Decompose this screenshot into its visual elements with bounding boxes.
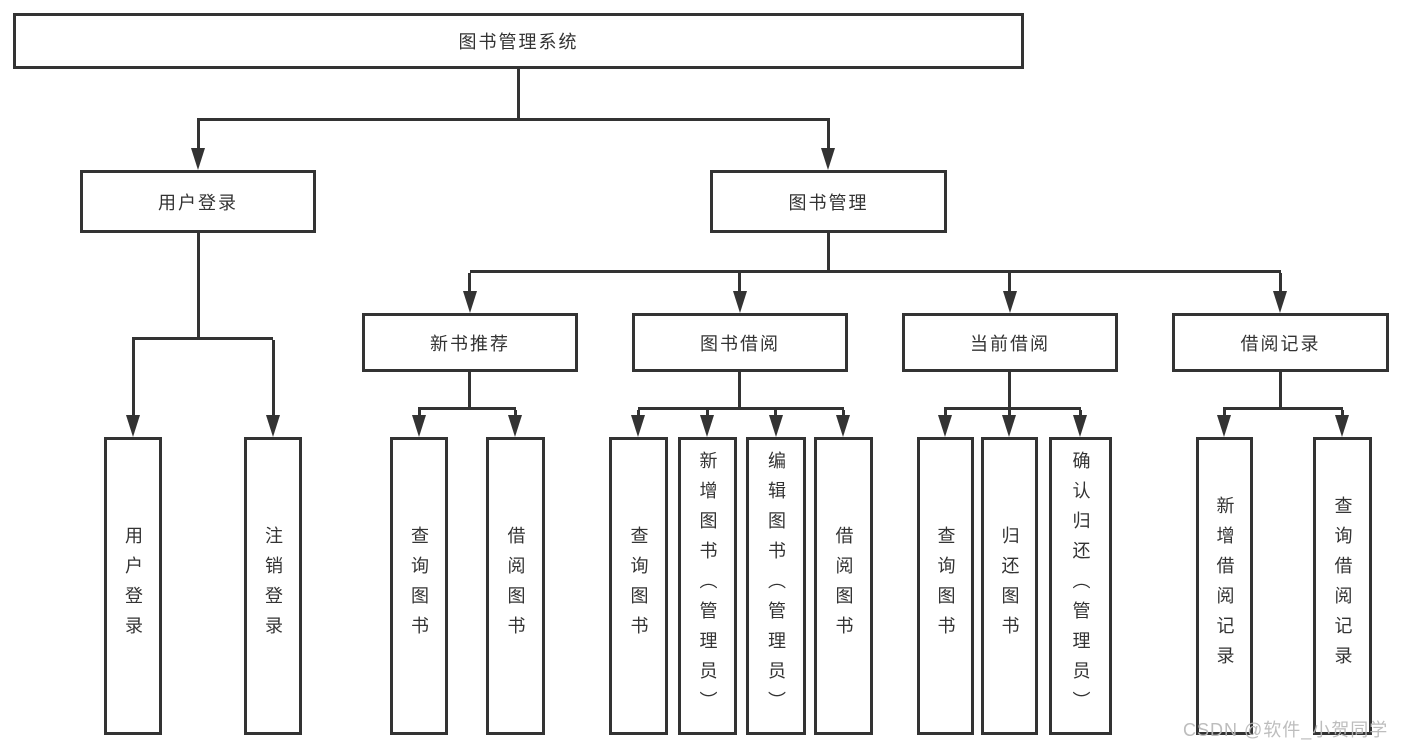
- node-book-borrow: 图书借阅: [632, 313, 848, 372]
- connector-line-vertical: [842, 410, 845, 417]
- node-user-login: 用户登录: [80, 170, 316, 233]
- node-borrow-record: 借阅记录: [1172, 313, 1389, 372]
- arrow-down-icon: [733, 291, 747, 313]
- node-label: 图书借阅: [700, 333, 780, 354]
- leaf-add-book-admin: 新增图书（管理员）: [678, 437, 737, 735]
- arrow-down-icon: [836, 415, 850, 437]
- node-label: 借阅图书: [833, 526, 854, 646]
- arrow-down-icon: [1335, 415, 1349, 437]
- node-label: 用户登录: [158, 192, 238, 213]
- connector-line-horizontal: [1223, 407, 1343, 410]
- arrow-down-icon: [938, 415, 952, 437]
- node-current-borrow: 当前借阅: [902, 313, 1118, 372]
- node-label: 图书管理系统: [458, 32, 579, 52]
- connector-line-vertical: [706, 410, 709, 417]
- arrow-down-icon: [1273, 291, 1287, 313]
- arrow-down-icon: [769, 415, 783, 437]
- connector-line-vertical: [418, 410, 421, 417]
- node-label: 新增图书（管理员）: [697, 451, 718, 721]
- leaf-add-borrow-record: 新增借阅记录: [1196, 437, 1253, 735]
- leaf-query-book-1: 查询图书: [390, 437, 448, 735]
- leaf-confirm-return-admin: 确认归还（管理员）: [1049, 437, 1112, 735]
- arrow-down-icon: [191, 148, 205, 170]
- csdn-watermark: CSDN @软件_小贺同学: [1183, 720, 1389, 740]
- leaf-borrow-book-2: 借阅图书: [814, 437, 873, 735]
- connector-line-vertical: [1008, 410, 1011, 417]
- node-label: 图书管理: [788, 192, 869, 213]
- node-new-book-recommend: 新书推荐: [362, 313, 578, 372]
- arrow-down-icon: [1003, 291, 1017, 313]
- node-label: 新书推荐: [430, 333, 510, 354]
- connector-line-vertical: [1341, 410, 1344, 417]
- arrow-down-icon: [126, 415, 140, 437]
- arrow-down-icon: [1002, 415, 1016, 437]
- connector-line-horizontal: [418, 407, 516, 410]
- node-label: 新增借阅记录: [1214, 496, 1235, 676]
- arrow-down-icon: [1073, 415, 1087, 437]
- node-label: 注销登录: [263, 526, 283, 646]
- node-label: 查询图书: [628, 526, 649, 646]
- node-label: 确认归还（管理员）: [1070, 451, 1091, 721]
- connector-line-vertical: [1079, 410, 1082, 417]
- node-label: 编辑图书（管理员）: [766, 451, 786, 721]
- connector-line-vertical: [738, 273, 741, 293]
- leaf-return-book: 归还图书: [981, 437, 1038, 735]
- leaf-query-borrow-record: 查询借阅记录: [1313, 437, 1372, 735]
- arrow-down-icon: [1217, 415, 1231, 437]
- leaf-query-book-2: 查询图书: [609, 437, 668, 735]
- connector-line-vertical: [517, 69, 520, 118]
- leaf-edit-book-admin: 编辑图书（管理员）: [746, 437, 806, 735]
- leaf-borrow-book-1: 借阅图书: [486, 437, 545, 735]
- connector-line-horizontal: [470, 270, 1281, 273]
- node-label: 查询图书: [409, 526, 429, 646]
- node-label: 用户登录: [123, 526, 143, 646]
- connector-line-vertical: [774, 410, 777, 417]
- arrow-down-icon: [508, 415, 522, 437]
- connector-line-horizontal: [197, 118, 830, 121]
- connector-line-vertical: [272, 340, 275, 417]
- node-label: 查询借阅记录: [1332, 496, 1353, 676]
- leaf-user-login: 用户登录: [104, 437, 162, 735]
- node-root: 图书管理系统: [13, 13, 1024, 69]
- connector-line-vertical: [197, 233, 200, 337]
- connector-line-horizontal: [638, 407, 844, 410]
- node-label: 当前借阅: [970, 333, 1050, 354]
- node-label: 查询图书: [935, 526, 956, 646]
- leaf-query-book-3: 查询图书: [917, 437, 974, 735]
- node-label: 借阅记录: [1240, 333, 1321, 354]
- arrow-down-icon: [821, 148, 835, 170]
- arrow-down-icon: [700, 415, 714, 437]
- arrow-down-icon: [631, 415, 645, 437]
- connector-line-vertical: [468, 273, 471, 293]
- arrow-down-icon: [463, 291, 477, 313]
- connector-line-vertical: [827, 121, 830, 150]
- connector-line-vertical: [1223, 410, 1226, 417]
- connector-line-vertical: [132, 340, 135, 417]
- arrow-down-icon: [266, 415, 280, 437]
- connector-line-vertical: [944, 410, 947, 417]
- node-label: 借阅图书: [505, 526, 526, 646]
- connector-line-vertical: [738, 372, 741, 407]
- node-book-management: 图书管理: [710, 170, 947, 233]
- connector-line-vertical: [1008, 273, 1011, 293]
- connector-line-vertical: [637, 410, 640, 417]
- connector-line-vertical: [1279, 372, 1282, 407]
- node-label: 归还图书: [999, 526, 1020, 646]
- arrow-down-icon: [412, 415, 426, 437]
- connector-line-vertical: [514, 410, 517, 417]
- connector-line-vertical: [1279, 273, 1282, 293]
- connector-line-vertical: [1008, 372, 1011, 407]
- connector-line-vertical: [468, 372, 471, 407]
- leaf-logout: 注销登录: [244, 437, 302, 735]
- connector-line-horizontal: [132, 337, 273, 340]
- connector-line-horizontal: [944, 407, 1081, 410]
- connector-line-vertical: [197, 121, 200, 150]
- connector-line-vertical: [827, 233, 830, 270]
